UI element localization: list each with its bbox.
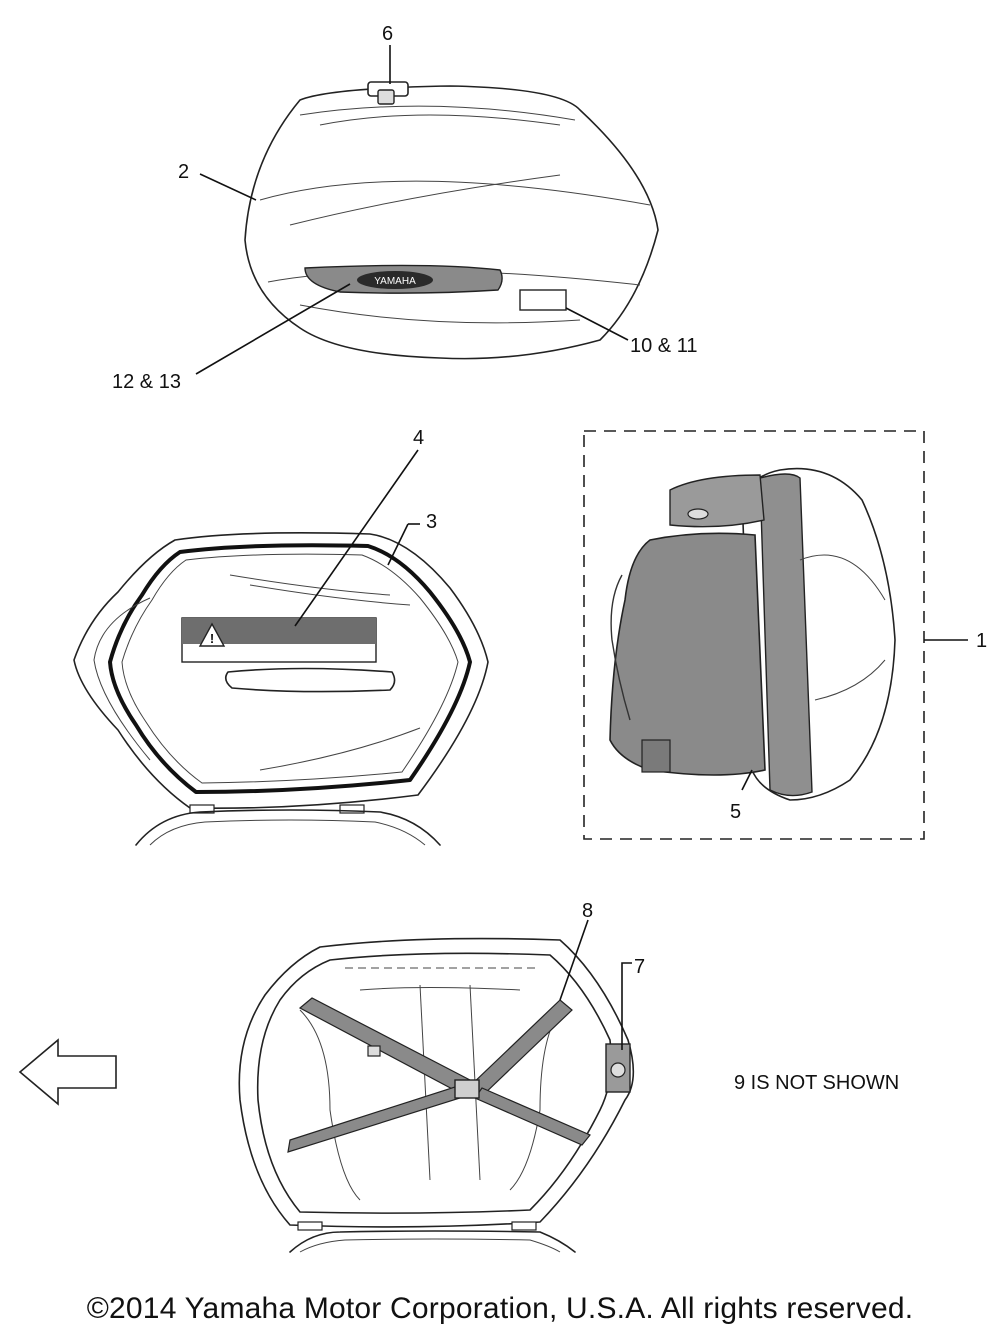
callout-10-11: 10 & 11 (630, 335, 697, 357)
callout-12-13: 12 & 13 (112, 371, 181, 393)
copyright-notice: ©2014 Yamaha Motor Corporation, U.S.A. A… (86, 1292, 914, 1325)
emblem-text: YAMAHA (374, 276, 416, 287)
callout-2: 2 (178, 161, 189, 183)
callout-3: 3 (426, 511, 437, 533)
callout-5: 5 (730, 801, 741, 823)
left-arrow-icon (18, 1038, 117, 1106)
label-part-10-11 (519, 289, 567, 311)
callout-1: 1 (976, 630, 987, 652)
lock-part-7 (605, 1043, 631, 1093)
warning-triangle-icon (198, 622, 226, 647)
callout-4: 4 (413, 427, 424, 449)
side-case-with-inner-bag (609, 467, 896, 801)
latch-part-6 (367, 81, 409, 105)
inner-bag-part-5 (609, 474, 766, 776)
lid-interior-view: ! (73, 532, 489, 846)
assembly-group-box (583, 430, 925, 840)
side-case-interior-view (238, 937, 635, 1253)
callout-6: 6 (382, 23, 393, 45)
emblem-part-12-13: YAMAHA (304, 264, 503, 294)
straps-part-8 (287, 997, 591, 1153)
warning-symbol: ! (210, 631, 214, 646)
callout-7: 7 (634, 956, 645, 978)
warning-label-part-4: ! (181, 617, 377, 663)
side-case-exterior: YAMAHA (244, 81, 659, 360)
not-shown-note: 9 IS NOT SHOWN (734, 1072, 899, 1094)
callout-8: 8 (582, 900, 593, 922)
